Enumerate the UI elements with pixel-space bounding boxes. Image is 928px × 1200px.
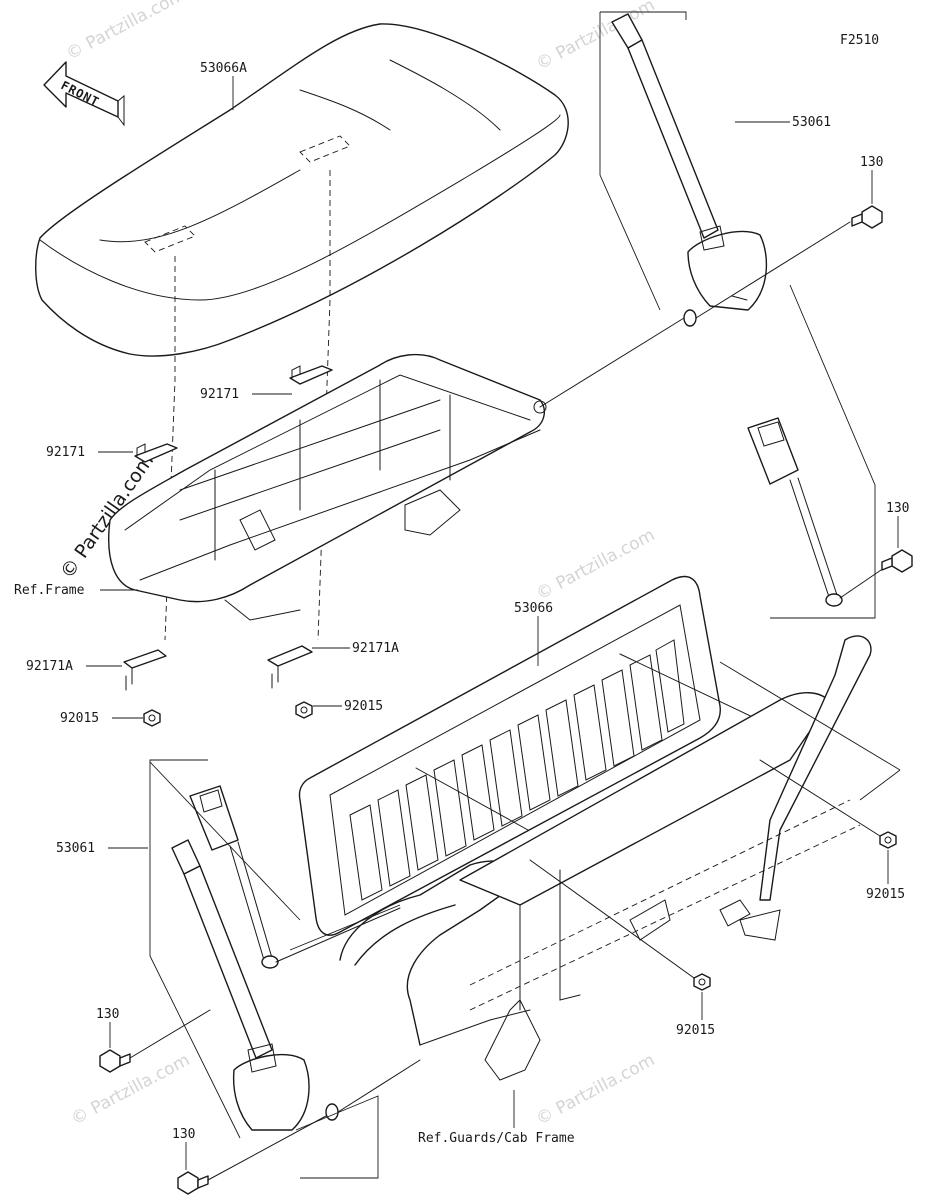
bolt-130-mid[interactable] (881, 549, 913, 573)
callout-bracket-upper-left: 92171 (46, 445, 85, 460)
nut-92015-right[interactable] (879, 831, 897, 849)
watermark-5: © Partzilla.com (533, 1050, 658, 1129)
washer-left[interactable] (325, 1103, 339, 1121)
bolt-130-bottom-upper[interactable] (99, 1049, 131, 1073)
callout-nut-right: 92015 (866, 887, 905, 902)
callout-bracket-upper-mid: 92171 (200, 387, 239, 402)
callout-nut-left: 92015 (60, 711, 99, 726)
seat-cushion[interactable] (35, 23, 569, 641)
nut-92015-mid[interactable] (295, 701, 313, 719)
washer-right[interactable] (683, 309, 697, 327)
seat-belt-buckle-left[interactable] (189, 785, 279, 969)
bracket-92171a-left[interactable] (123, 649, 167, 691)
callout-bracket-lower-mid: 92171A (352, 641, 399, 656)
callout-bracket-lower-left: 92171A (26, 659, 73, 674)
callout-seat-back: 53066 (514, 601, 553, 616)
nut-92015-center[interactable] (693, 973, 711, 991)
callout-bolt-bottom-upper: 130 (96, 1007, 119, 1022)
callout-belt-right: 53061 (792, 115, 831, 130)
bolt-130-top[interactable] (851, 205, 883, 229)
watermark-3: © Partzilla.com (533, 525, 658, 604)
callout-bolt-bottom-lower: 130 (172, 1127, 195, 1142)
ref-guards-label: Ref.Guards/Cab Frame (418, 1131, 575, 1146)
cab-frame (339, 635, 872, 1081)
bracket-92171a-mid[interactable] (267, 645, 313, 689)
seat-belt-right[interactable] (611, 13, 768, 311)
nut-92015-left[interactable] (143, 709, 161, 727)
callout-nut-center: 92015 (676, 1023, 715, 1038)
seat-back-slots (349, 639, 685, 901)
seat-belt-left[interactable] (171, 839, 310, 1131)
callout-bolt-mid: 130 (886, 501, 909, 516)
bracket-92171-mid[interactable] (289, 365, 333, 385)
figure-code: F2510 (840, 33, 879, 48)
bracket-92171-left[interactable] (134, 443, 178, 463)
ref-frame-label: Ref.Frame (14, 583, 85, 598)
seat-frame (108, 353, 547, 621)
callout-seat-cushion: 53066A (200, 61, 247, 76)
seat-belt-buckle-right[interactable] (747, 417, 843, 607)
bolt-130-bottom-lower[interactable] (177, 1171, 209, 1195)
front-arrow-icon: FRONT (43, 61, 125, 127)
callout-belt-left: 53061 (56, 841, 95, 856)
callout-nut-mid: 92015 (344, 699, 383, 714)
seat-back[interactable] (298, 575, 781, 936)
callout-bolt-top: 130 (860, 155, 883, 170)
watermark-1: © Partzilla.com (63, 0, 188, 64)
